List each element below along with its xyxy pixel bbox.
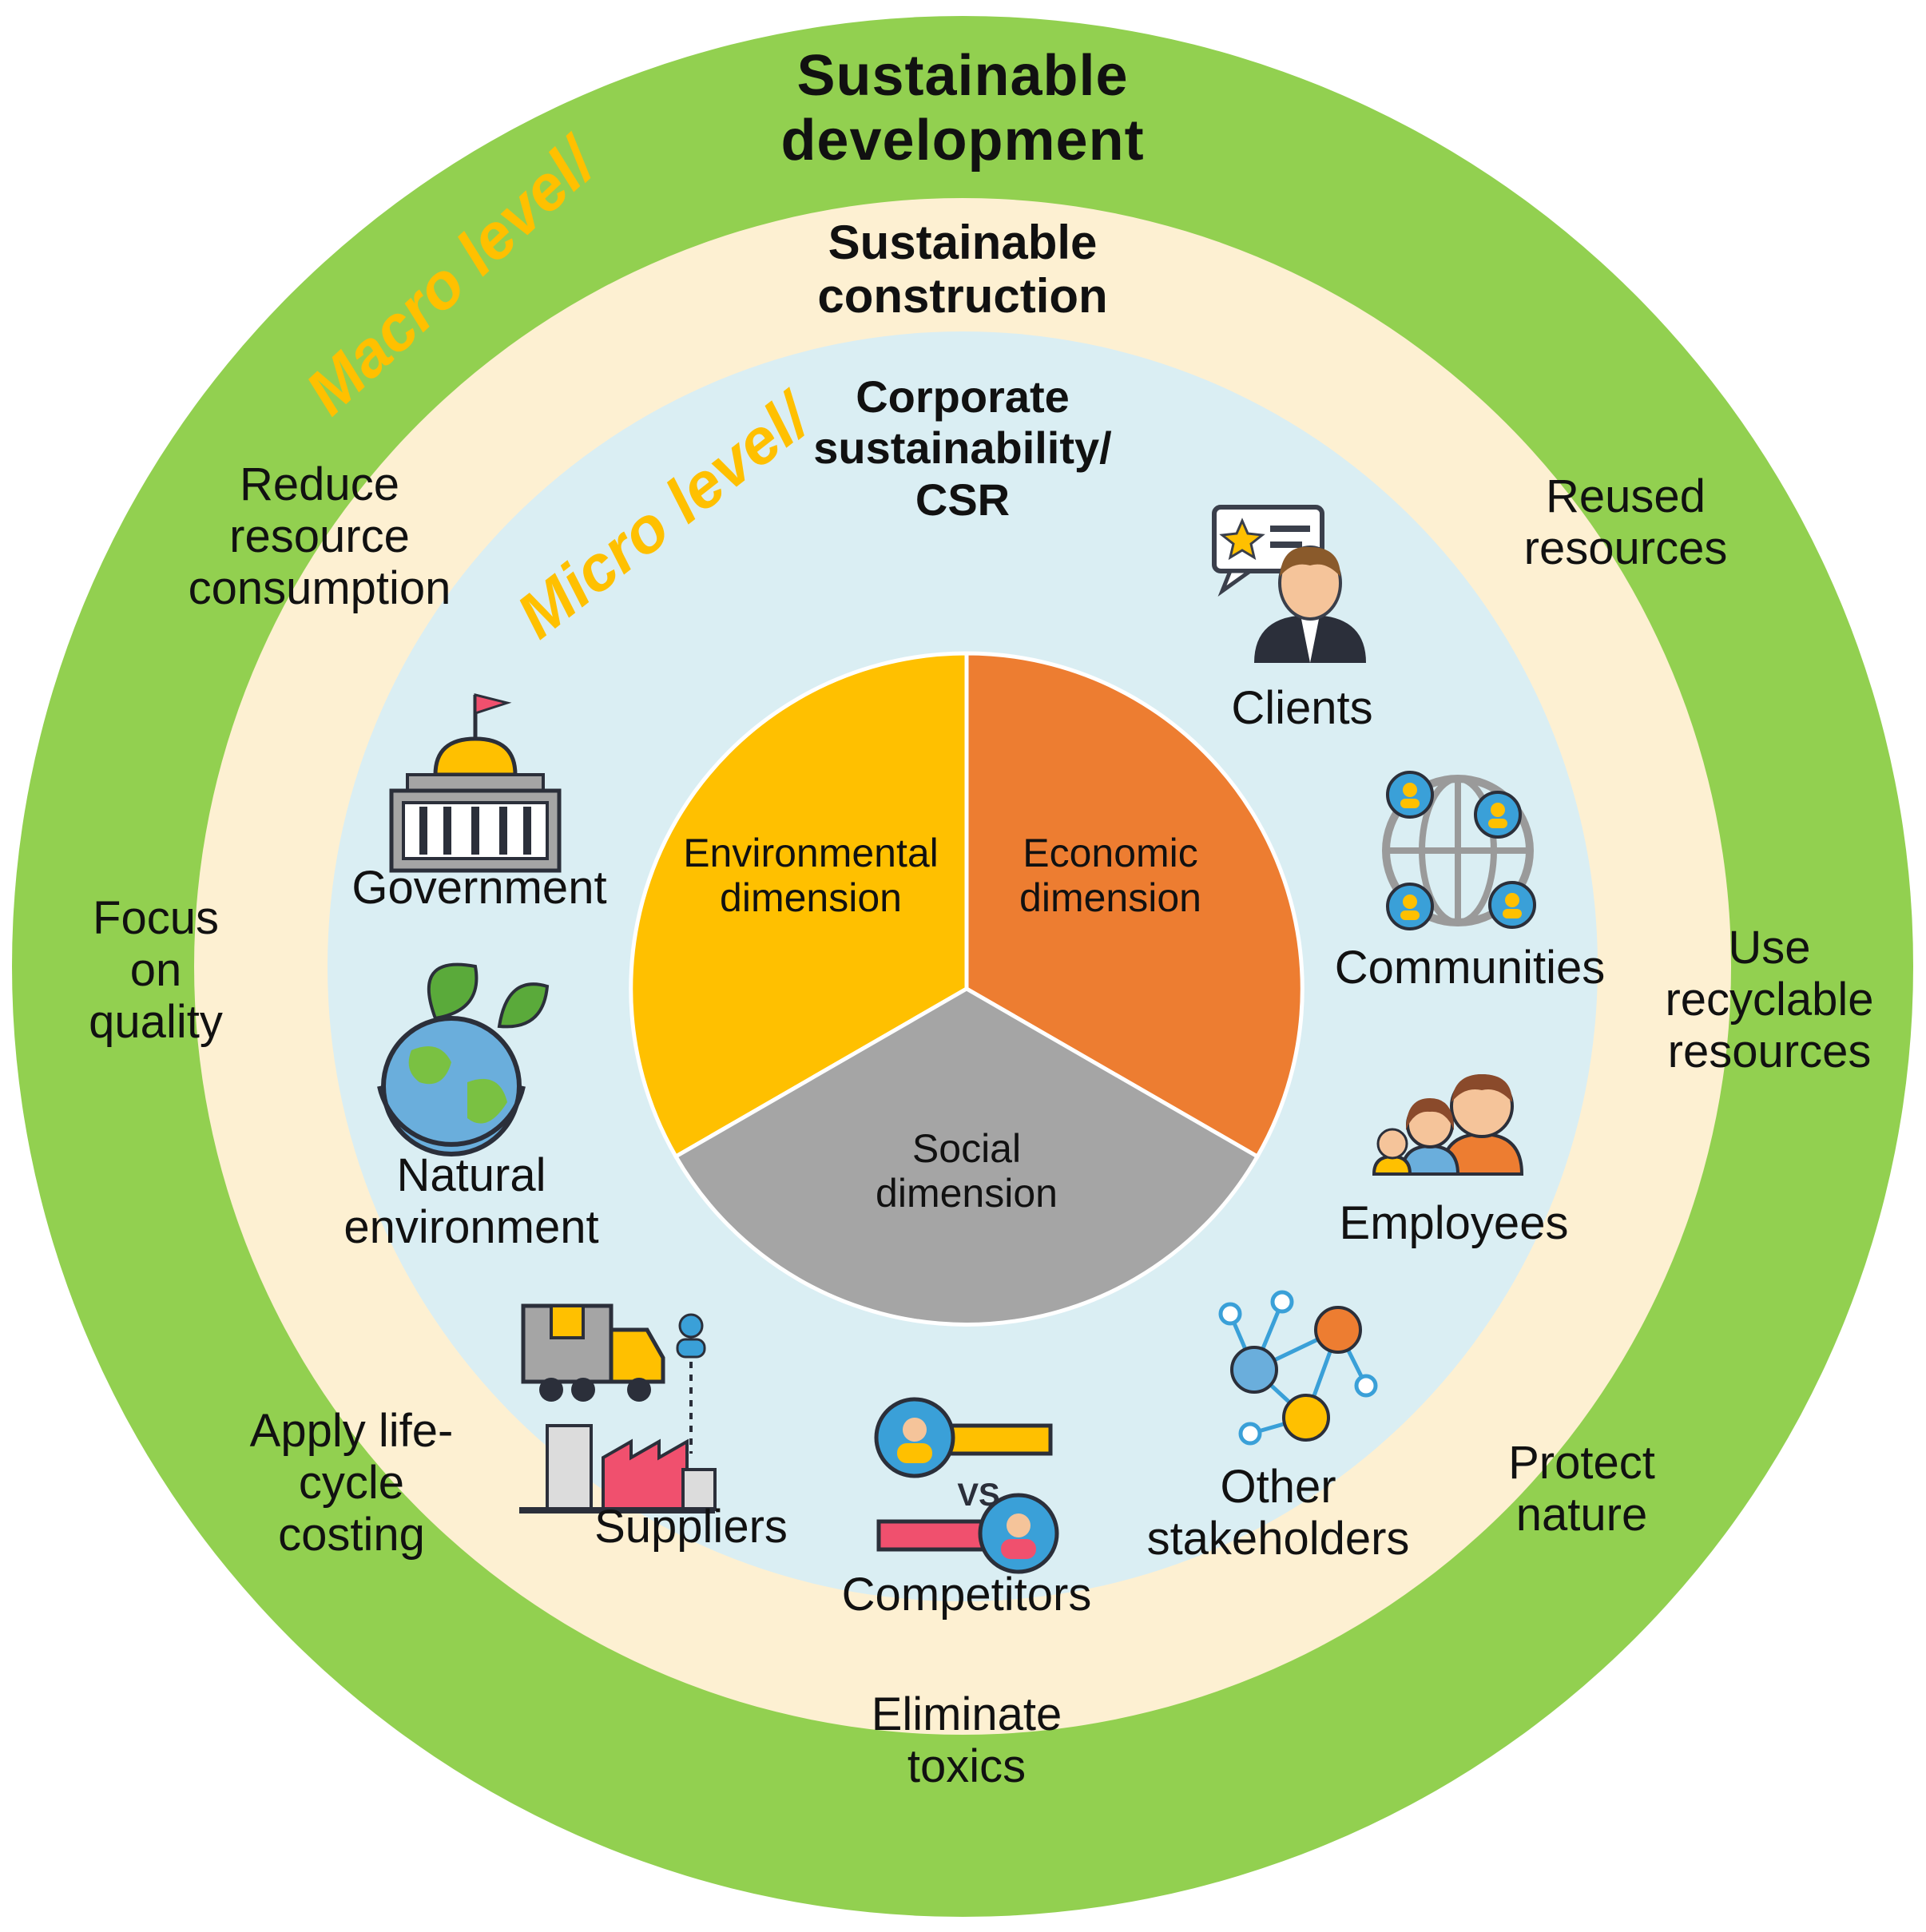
corporate-sustainability-heading: Corporate sustainability/ CSR bbox=[813, 371, 1112, 525]
network-people-icon bbox=[1218, 1290, 1378, 1446]
stakeholder-employees: Employees bbox=[1339, 1197, 1569, 1249]
principle-reduce: Reduce resource consumption bbox=[188, 458, 451, 614]
principle-focus: Focus on quality bbox=[89, 892, 223, 1048]
client-review-icon bbox=[1212, 505, 1366, 663]
principle-recyclable: Use recyclable resources bbox=[1665, 922, 1874, 1077]
government-building-icon bbox=[389, 693, 562, 873]
principle-toxics: Eliminate toxics bbox=[871, 1688, 1062, 1792]
stakeholder-communities: Communities bbox=[1334, 942, 1606, 994]
sustainable-construction-heading: Sustainable construction bbox=[817, 216, 1108, 323]
globe-leaves-icon bbox=[377, 962, 550, 1156]
social-dimension-label: Social dimension bbox=[876, 1126, 1058, 1216]
stakeholder-clients: Clients bbox=[1231, 682, 1373, 734]
environmental-dimension-label: Environmental dimension bbox=[683, 831, 939, 920]
stakeholder-competitors: Competitors bbox=[841, 1569, 1092, 1621]
truck-factory-icon bbox=[519, 1303, 717, 1513]
stakeholder-government: Government bbox=[351, 862, 607, 914]
stakeholder-natural-environment: Natural environment bbox=[344, 1149, 599, 1253]
stakeholder-suppliers: Suppliers bbox=[594, 1501, 788, 1553]
versus-people-icon: VS bbox=[874, 1397, 1059, 1574]
globe-people-icon bbox=[1382, 771, 1536, 930]
principle-protect: Protect nature bbox=[1508, 1437, 1655, 1541]
economic-dimension-label: Economic dimension bbox=[1019, 831, 1201, 920]
principle-lifecycle: Apply life- cycle costing bbox=[249, 1405, 454, 1561]
environmental-dimension-slice bbox=[629, 651, 969, 1160]
sustainable-development-heading: Sustainable development bbox=[780, 44, 1145, 173]
principle-reused: Reused resources bbox=[1523, 470, 1728, 574]
social-dimension-slice bbox=[673, 986, 1261, 1327]
stakeholder-other: Other stakeholders bbox=[1146, 1461, 1410, 1565]
family-icon bbox=[1372, 1074, 1524, 1176]
economic-dimension-slice bbox=[964, 651, 1305, 1160]
